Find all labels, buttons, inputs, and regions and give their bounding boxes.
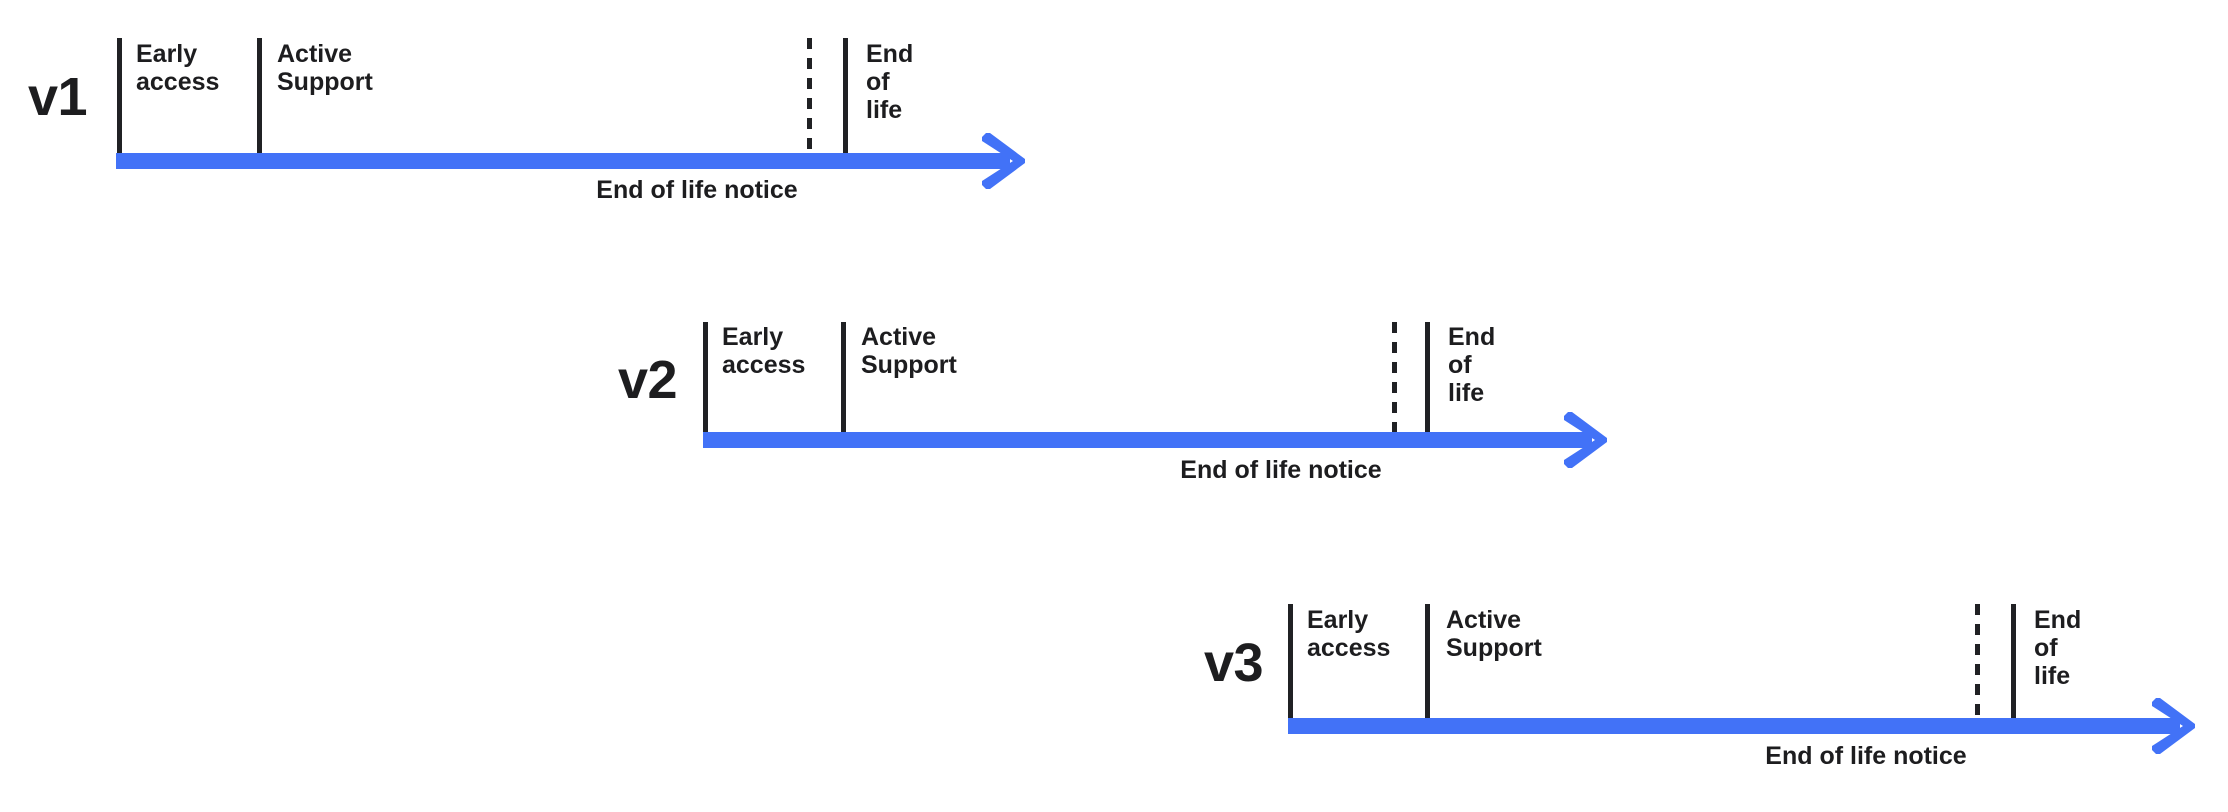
phase-label-early-access-v2: Early access — [722, 323, 806, 379]
bar-caption-v1: End of life notice — [596, 176, 798, 204]
phase-label-end-of-life-v3: End of life — [2034, 606, 2082, 690]
version-label-v3: v3 — [1204, 633, 1264, 693]
phase-tick-active-support-start-v1 — [257, 38, 262, 154]
phase-tick-early-access-start-v1 — [117, 38, 122, 154]
phase-label-early-access-v1: Early access — [136, 40, 220, 96]
timeline-bar-v2 — [703, 432, 1568, 448]
timeline-bar-v1 — [116, 153, 986, 169]
timeline-arrowhead-icon-v1 — [976, 133, 1048, 189]
timeline-arrowhead-icon-v2 — [1558, 412, 1630, 468]
version-label-v2: v2 — [618, 350, 678, 410]
phase-tick-end-of-life-start-v2 — [1425, 322, 1430, 437]
phase-tick-end-of-life-start-v3 — [2011, 604, 2016, 720]
end-of-life-notice-marker-v1 — [807, 38, 812, 154]
phase-label-active-support-v2: Active Support — [861, 323, 957, 379]
version-label-v1: v1 — [28, 67, 88, 127]
phase-tick-end-of-life-start-v1 — [843, 38, 848, 154]
phase-tick-early-access-start-v3 — [1288, 604, 1293, 720]
bar-caption-v3: End of life notice — [1765, 742, 1967, 770]
end-of-life-notice-marker-v3 — [1975, 604, 1980, 720]
phase-tick-early-access-start-v2 — [703, 322, 708, 437]
phase-label-early-access-v3: Early access — [1307, 606, 1391, 662]
phase-tick-active-support-start-v3 — [1425, 604, 1430, 720]
phase-label-end-of-life-v2: End of life — [1448, 323, 1496, 407]
bar-caption-v2: End of life notice — [1180, 456, 1382, 484]
end-of-life-notice-marker-v2 — [1392, 322, 1397, 437]
timeline-bar-v3 — [1288, 718, 2156, 734]
phase-tick-active-support-start-v2 — [841, 322, 846, 437]
phase-label-active-support-v1: Active Support — [277, 40, 373, 96]
timeline-arrowhead-icon-v3 — [2146, 698, 2218, 754]
phase-label-end-of-life-v1: End of life — [866, 40, 914, 124]
phase-label-active-support-v3: Active Support — [1446, 606, 1542, 662]
